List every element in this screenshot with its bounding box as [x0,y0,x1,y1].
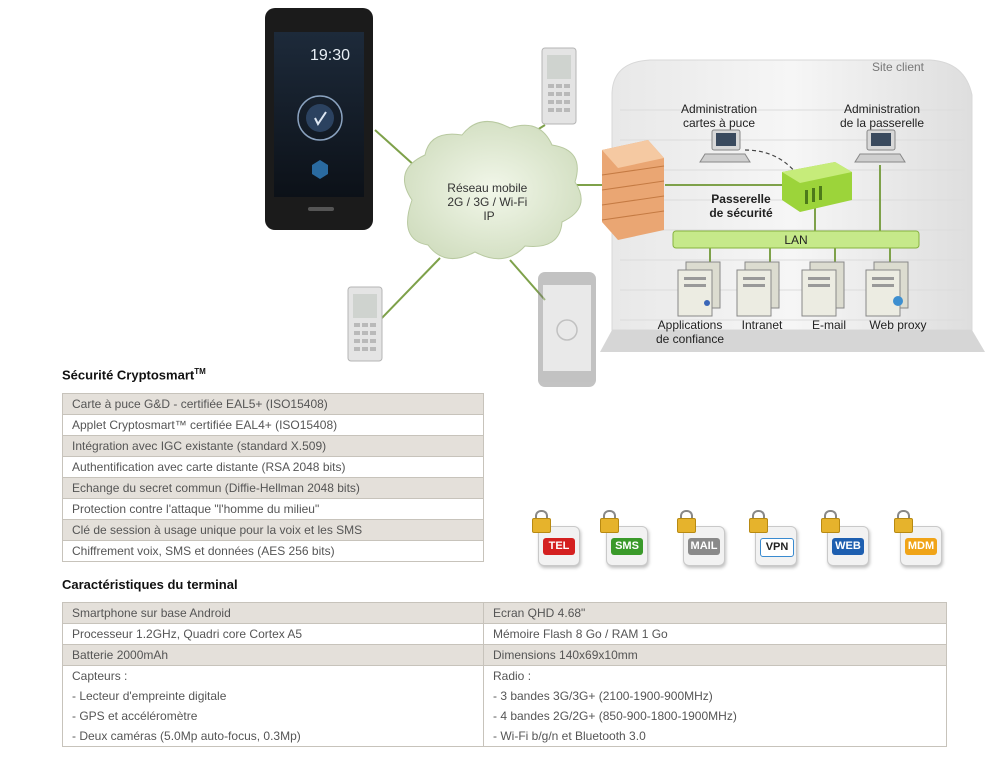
handset-bottom [347,286,383,362]
table-row: Applet Cryptosmart™ certifiée EAL4+ (ISO… [62,414,484,436]
table-row: Capteurs : - Lecteur d'empreinte digital… [62,665,947,747]
table-row: Carte à puce G&D - certifiée EAL5+ (ISO1… [62,393,484,415]
table-cell: Radio : - 3 bandes 3G/3G+ (2100-1900-900… [483,665,947,747]
cloud-label: Réseau mobile 2G / 3G / Wi-Fi IP [447,181,530,223]
padlock-icon [603,510,616,520]
table-cell: Ecran QHD 4.68" [483,602,947,624]
cell-line: - Lecteur d'empreinte digitale [72,689,227,703]
cell-line: - 3 bandes 3G/3G+ (2100-1900-900MHz) [493,689,713,703]
cell-line: - GPS et accéléromètre [72,709,198,723]
table-cell: Protection contre l'attaque "l'homme du … [62,498,484,520]
table-row: Batterie 2000mAh Dimensions 140x69x10mm [62,644,947,666]
security-title-text: Sécurité Cryptosmart [62,367,195,383]
table-cell: Clé de session à usage unique pour la vo… [62,519,484,541]
network-diagram: Réseau mobile 2G / 3G / Wi-Fi IP 19:30 [265,8,985,387]
table-row: Smartphone sur base Android Ecran QHD 4.… [62,602,947,624]
security-table: Carte à puce G&D - certifiée EAL5+ (ISO1… [62,393,484,562]
web-badge: WEB [818,510,870,570]
table-cell: Echange du secret commun (Diffie-Hellman… [62,477,484,499]
badge-label: TEL [543,538,575,555]
table-row: Protection contre l'attaque "l'homme du … [62,498,484,520]
mail-badge: MAIL [674,510,726,570]
table-cell: Intégration avec IGC existante (standard… [62,435,484,457]
badge-label: WEB [832,538,864,555]
mobile-network-cloud: Réseau mobile 2G / 3G / Wi-Fi IP [403,120,582,260]
vpn-badge: VPN [746,510,798,570]
padlock-icon [680,510,693,520]
sms-badge: SMS [597,510,649,570]
padlock-icon [535,510,548,520]
padlock-icon [824,510,837,520]
site-client-label: Site client [872,60,925,74]
tel-badge: TEL [529,510,581,570]
table-row: Echange du secret commun (Diffie-Hellman… [62,477,484,499]
firewall-icon [601,140,665,240]
table-cell: Batterie 2000mAh [62,644,484,666]
table-row: Intégration avec IGC existante (standard… [62,435,484,457]
cell-line: Radio : [493,669,532,683]
table-row: Chiffrement voix, SMS et données (AES 25… [62,540,484,562]
table-cell: Carte à puce G&D - certifiée EAL5+ (ISO1… [62,393,484,415]
badge-label: MDM [905,538,937,555]
cell-line: - Wi-Fi b/g/n et Bluetooth 3.0 [493,729,646,743]
terminal-title: Caractéristiques du terminal [62,577,238,592]
table-cell: Processeur 1.2GHz, Quadri core Cortex A5 [62,623,484,645]
server-label-intranet: Intranet [742,318,783,332]
lan-bar: LAN [672,230,920,249]
security-gateway-icon [782,162,852,212]
server-label-webproxy: Web proxy [869,318,926,332]
table-cell: Chiffrement voix, SMS et données (AES 25… [62,540,484,562]
badge-label: MAIL [688,538,720,555]
table-cell: Authentification avec carte distante (RS… [62,456,484,478]
handset-top [541,47,577,125]
smartphone-device: 19:30 [265,8,373,230]
cell-line: - 4 bandes 2G/2G+ (850-900-1800-1900MHz) [493,709,737,723]
security-title: Sécurité CryptosmartTM [62,367,206,382]
server-label-email: E-mail [812,318,846,332]
phone-clock: 19:30 [310,47,350,64]
smartphone-faded [538,272,596,387]
admin-gateway-computer-icon [854,129,906,163]
table-cell: Applet Cryptosmart™ certifiée EAL4+ (ISO… [62,414,484,436]
table-cell: Smartphone sur base Android [62,602,484,624]
padlock-icon [897,510,910,520]
mdm-badge: MDM [891,510,943,570]
table-row: Authentification avec carte distante (RS… [62,456,484,478]
server-icons [677,261,909,317]
table-cell: Mémoire Flash 8 Go / RAM 1 Go [483,623,947,645]
table-row: Processeur 1.2GHz, Quadri core Cortex A5… [62,623,947,645]
security-title-sup: TM [194,367,206,376]
badge-label: SMS [611,538,643,555]
lan-label: LAN [784,233,807,247]
table-cell: Capteurs : - Lecteur d'empreinte digital… [62,665,484,747]
badge-label: VPN [760,538,794,557]
cell-line: Capteurs : [72,669,128,683]
table-cell: Dimensions 140x69x10mm [483,644,947,666]
padlock-icon [752,510,765,520]
terminal-table: Smartphone sur base Android Ecran QHD 4.… [62,602,947,747]
cell-line: - Deux caméras (5.0Mp auto-focus, 0.3Mp) [72,729,301,743]
table-row: Clé de session à usage unique pour la vo… [62,519,484,541]
admin-cards-computer-icon [699,129,751,163]
